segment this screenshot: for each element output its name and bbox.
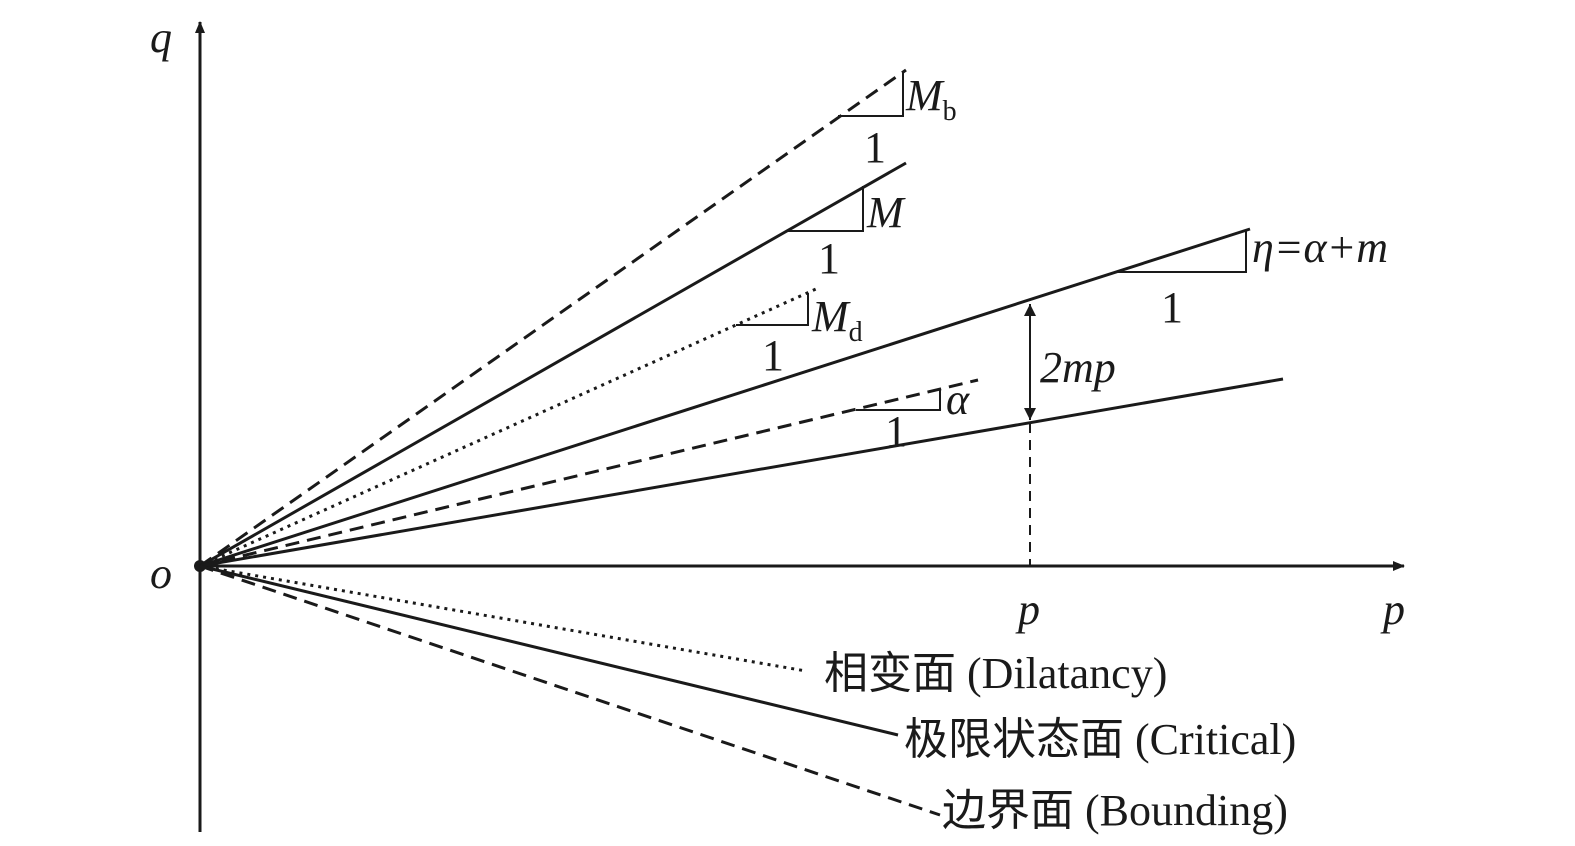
alpha-run-label: 1 [885, 407, 907, 456]
q-axis-label: q [150, 13, 172, 62]
bounding-slope-triangle [838, 72, 904, 117]
bounding-surface-line-lower [199, 564, 941, 817]
alpha-slope-label: α [946, 375, 970, 424]
critical-run-label: 1 [818, 234, 840, 283]
critical-state-line-lower [199, 564, 899, 737]
origin-label: o [150, 549, 172, 598]
dilatancy-slope-triangle [736, 293, 809, 326]
alpha-slope-triangle [856, 390, 941, 411]
2mp-label: 2mp [1040, 343, 1116, 392]
p-marker-label: p [1015, 585, 1040, 634]
dilatancy-slope-label: Md [811, 292, 863, 348]
eta-run-label: 1 [1161, 283, 1183, 332]
legend-dilatancy-label: 相变面 (Dilatancy) [824, 649, 1167, 698]
dilatancy-run-label: 1 [762, 331, 784, 380]
dilatancy-line-upper [199, 287, 817, 568]
eta-line [199, 227, 1251, 568]
eta-slope-label: η=α+m [1252, 223, 1388, 272]
p-axis-label: p [1380, 585, 1405, 634]
base-line [199, 377, 1284, 568]
critical-slope-label: M [866, 188, 906, 237]
bounding-surface-line-upper [199, 68, 907, 568]
bounding-slope-label: Mb [905, 71, 957, 127]
legend-bounding-label: 边界面 (Bounding) [942, 786, 1288, 835]
dilatancy-line-lower [199, 564, 807, 673]
critical-slope-triangle [786, 186, 864, 232]
bounding-run-label: 1 [864, 123, 886, 172]
eta-slope-triangle [1115, 230, 1247, 273]
legend-critical-label: 极限状态面 (Critical) [904, 715, 1296, 764]
alpha-line [199, 378, 979, 568]
